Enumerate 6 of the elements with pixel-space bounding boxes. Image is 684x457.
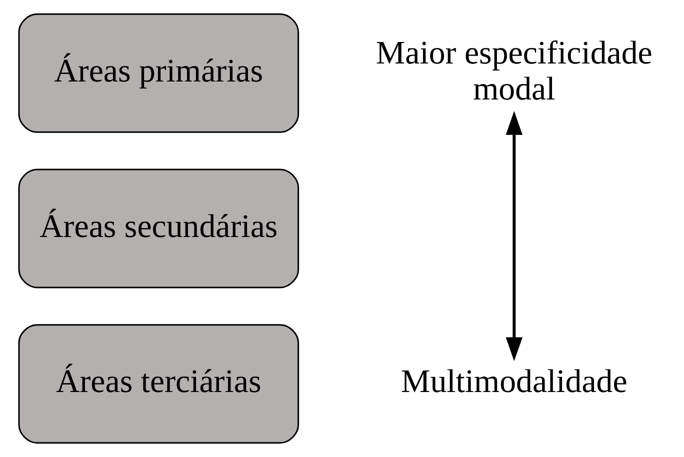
- node-text: Maior especificidade modal: [376, 36, 652, 108]
- node-box: Áreas primárias: [18, 13, 300, 133]
- node-text: Multimodalidade: [400, 364, 628, 400]
- node-box: Áreas secundárias: [18, 168, 300, 288]
- node-box: Áreas terciárias: [18, 324, 300, 444]
- arrow: [506, 110, 523, 362]
